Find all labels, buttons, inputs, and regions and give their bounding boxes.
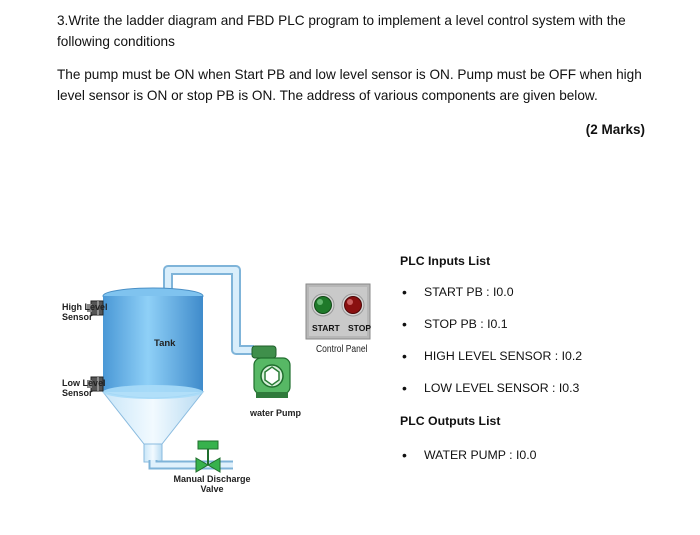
plc-inputs-list: START PB : I0.0 STOP PB : I0.1 HIGH LEVE… <box>400 282 680 410</box>
level-control-diagram: Tank High Level Sensor Low Level Sensor … <box>58 262 388 507</box>
low-level-sensor-icon <box>87 376 104 392</box>
question-title: 3.Write the ladder diagram and FBD PLC p… <box>57 13 626 49</box>
tank <box>101 287 205 463</box>
pipe-top <box>163 265 254 355</box>
low-level-sensor-label: Low Level Sensor <box>62 378 106 398</box>
control-panel-label: Control Panel <box>316 344 368 355</box>
control-panel <box>305 283 371 340</box>
manual-valve-label: Manual Discharge Valve <box>173 474 251 494</box>
list-item: HIGH LEVEL SENSOR : I0.2 <box>400 346 680 378</box>
start-button-label: START <box>312 323 340 333</box>
question-body: The pump must be ON when Start PB and lo… <box>57 67 642 103</box>
manual-valve-icon <box>195 440 221 473</box>
water-pump-icon <box>251 345 291 398</box>
plc-outputs-heading: PLC Outputs List <box>400 414 501 428</box>
list-item: LOW LEVEL SENSOR : I0.3 <box>400 378 680 410</box>
high-level-sensor-icon <box>87 300 104 316</box>
tank-label: Tank <box>154 338 176 349</box>
plc-inputs-heading: PLC Inputs List <box>400 254 491 268</box>
high-level-sensor-label: High Level Sensor <box>62 302 108 322</box>
stop-button-label: STOP <box>348 323 371 333</box>
list-item: WATER PUMP : I0.0 <box>400 445 680 477</box>
pipe-bottom <box>148 460 233 470</box>
water-pump-label: water Pump <box>250 408 302 418</box>
list-item: START PB : I0.0 <box>400 282 680 314</box>
marks-label: (2 Marks) <box>585 122 645 137</box>
tank-system-illustration <box>87 265 371 473</box>
plc-outputs-list: WATER PUMP : I0.0 <box>400 445 680 477</box>
list-item: STOP PB : I0.1 <box>400 314 680 346</box>
